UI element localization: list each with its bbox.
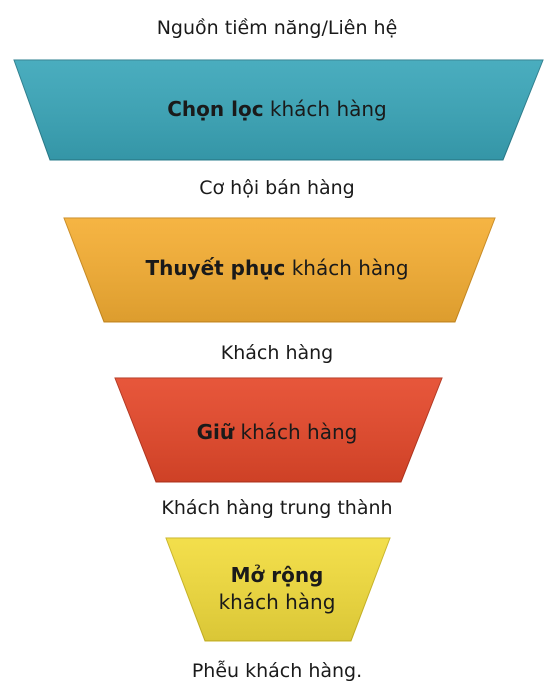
stage-1-bold: Chọn lọc bbox=[167, 97, 264, 121]
after-stage-1-label: Cơ hội bán hàng bbox=[199, 177, 355, 199]
after-stage-2-label: Khách hàng bbox=[220, 342, 334, 364]
stage-4-bold: Mở rộng bbox=[230, 563, 324, 587]
caption: Phễu khách hàng. bbox=[191, 660, 363, 682]
stage-3-bold: Giữ bbox=[196, 420, 235, 444]
stage-1-rest: khách hàng bbox=[263, 97, 387, 121]
funnel-stage-3-text: Giữ khách hàng bbox=[0, 419, 554, 445]
stage-2-bold: Thuyết phục bbox=[145, 256, 286, 280]
stage-4-rest: khách hàng bbox=[218, 590, 336, 614]
top-label: Nguồn tiềm năng/Liên hệ bbox=[156, 17, 398, 39]
funnel-stage-2-text: Thuyết phục khách hàng bbox=[0, 255, 554, 281]
stage-2-rest: khách hàng bbox=[285, 256, 409, 280]
funnel-stage-1-text: Chọn lọc khách hàng bbox=[0, 96, 554, 122]
funnel-stage-4-text: Mở rộng khách hàng bbox=[0, 562, 554, 616]
after-stage-3-label: Khách hàng trung thành bbox=[161, 497, 393, 519]
stage-3-rest: khách hàng bbox=[234, 420, 358, 444]
